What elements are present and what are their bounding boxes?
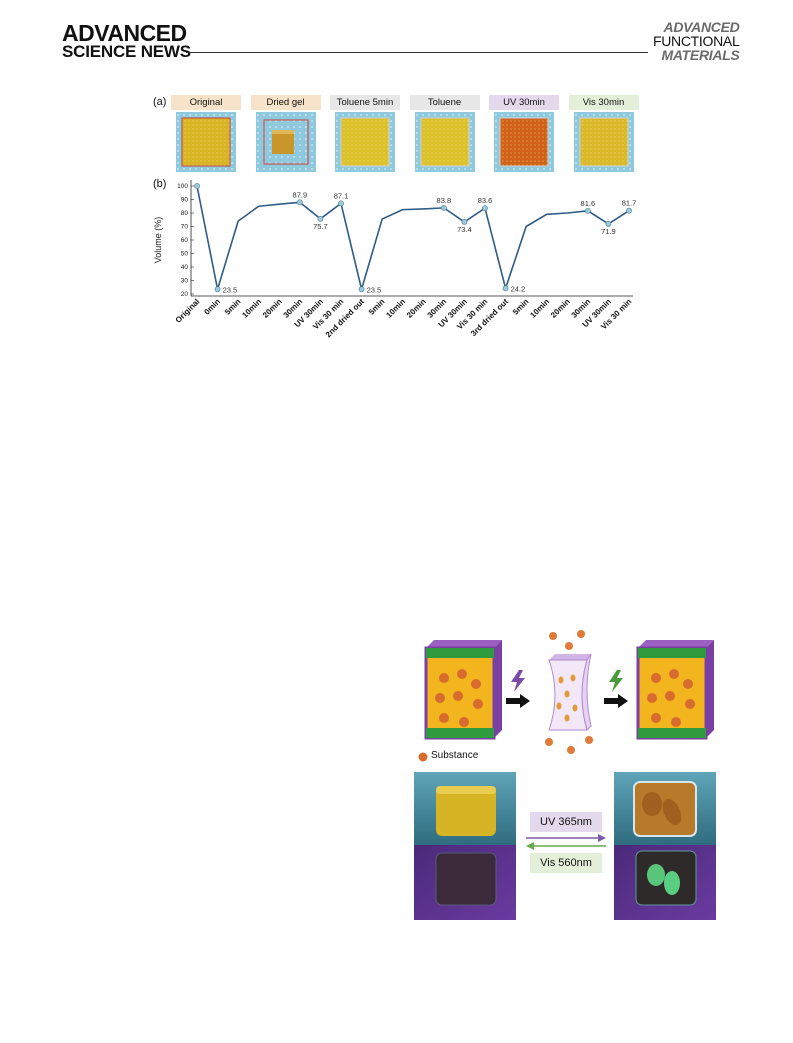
vis-lightning-icon: [609, 670, 623, 692]
data-value-label: 87.1: [334, 191, 349, 200]
right-arrow-icon: [604, 694, 628, 708]
data-point-marker: [214, 286, 221, 293]
data-point-marker: [461, 219, 468, 225]
data-value-label: 71.9: [601, 227, 616, 236]
x-category-label: 20min: [549, 297, 572, 320]
y-tick-label: 80: [181, 210, 189, 217]
gel-cube-left: [424, 640, 502, 740]
y-tick-label: 70: [181, 224, 189, 231]
sample-label-pill: Toluene 5min: [330, 95, 400, 110]
panel-b-label: (b): [153, 178, 167, 190]
data-value-label: 81.6: [581, 199, 596, 208]
volume-series-line: [196, 185, 630, 291]
substance-legend-icon: [418, 752, 428, 762]
released-gel-prism: [545, 630, 593, 754]
release-scheme-figure: Substance: [414, 630, 716, 920]
panel-a-label: (a): [153, 96, 167, 108]
journal-logo: ADVANCED FUNCTIONAL MATERIALS: [653, 19, 740, 63]
data-value-label: 87.9: [293, 190, 308, 199]
y-axis-title: Volume (%): [153, 217, 163, 264]
data-point-marker: [502, 285, 509, 292]
journal-logo-line2: FUNCTIONAL: [653, 33, 740, 49]
y-tick-label: 100: [177, 183, 188, 190]
data-point-marker: [440, 204, 447, 211]
sample-label-pill: UV 30min: [489, 95, 559, 110]
data-value-label: 73.4: [457, 225, 472, 234]
publisher-logo-line2: SCIENCE NEWS: [62, 42, 191, 61]
y-tick-label: 20: [181, 291, 189, 298]
vis-560-label: Vis 560nm: [530, 853, 602, 873]
uv-arrow-icon: [526, 834, 606, 842]
data-point-marker: [194, 183, 200, 189]
photo-gel-yellow-left: [414, 772, 516, 845]
data-value-label: 24.2: [511, 284, 526, 293]
sample-photo: [335, 112, 395, 172]
x-category-label: 20min: [405, 297, 428, 320]
sample-photo: [255, 112, 316, 172]
sample-label-pill: Vis 30min: [568, 95, 639, 110]
journal-logo-line3: MATERIALS: [661, 47, 740, 63]
data-value-label: 83.6: [478, 196, 493, 205]
substance-legend-label: Substance: [431, 750, 479, 761]
data-point-marker: [482, 205, 488, 212]
y-tick-label: 50: [181, 251, 189, 258]
data-point-marker: [358, 286, 365, 293]
data-point-marker: [584, 207, 591, 214]
y-tick-label: 60: [181, 237, 189, 244]
x-category-label: 10min: [240, 297, 263, 320]
data-value-label: 23.5: [223, 285, 238, 294]
data-value-label: 75.7: [313, 222, 328, 231]
data-point-marker: [296, 199, 303, 206]
sample-label-pill: Toluene 30min: [409, 95, 480, 123]
x-category-label: 0min: [202, 297, 222, 317]
data-point-marker: [338, 200, 344, 207]
sample-photo: [176, 112, 236, 172]
x-category-label: 20min: [261, 297, 284, 320]
sample-photo: [414, 112, 475, 172]
x-category-label: 10min: [528, 297, 551, 320]
vis-arrow-icon: [526, 842, 606, 850]
publisher-logo-line1: ADVANCED: [62, 20, 187, 46]
sample-photo: [494, 112, 554, 172]
sample-photo: [573, 112, 634, 172]
photo-gel-dark-left: [414, 845, 516, 920]
y-tick-label: 40: [181, 264, 189, 271]
data-point-marker: [626, 207, 632, 214]
x-category-label: Original: [174, 297, 202, 325]
journal-logo-line1: ADVANCED: [663, 19, 740, 35]
y-tick-label: 90: [181, 197, 189, 204]
gel-cube-right: [636, 640, 714, 740]
sample-label-pill: Original: [171, 95, 241, 110]
header-rule: [186, 52, 648, 53]
publisher-logo: ADVANCED SCIENCE NEWS: [62, 20, 191, 61]
data-value-label: 81.7: [622, 199, 637, 208]
uv-365-label: UV 365nm: [530, 812, 602, 832]
y-tick-label: 30: [181, 278, 189, 285]
data-point-marker: [317, 215, 324, 222]
right-arrow-icon: [506, 694, 530, 708]
data-value-label: 23.5: [367, 285, 382, 294]
uv-lightning-icon: [511, 670, 525, 692]
sample-label-pill: Dried gel: [250, 95, 321, 110]
x-category-label: 10min: [384, 297, 407, 320]
photo-gel-fluorescent-right: [614, 845, 716, 920]
data-point-marker: [605, 221, 612, 227]
data-value-label: 83.8: [437, 196, 452, 205]
photo-gel-orange-right: [614, 772, 716, 845]
